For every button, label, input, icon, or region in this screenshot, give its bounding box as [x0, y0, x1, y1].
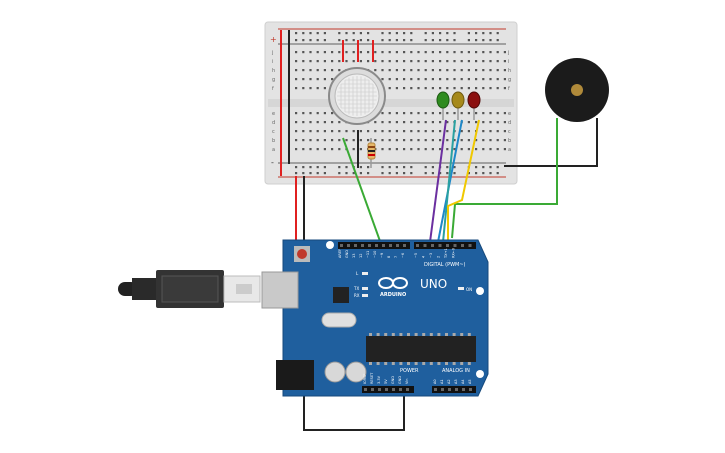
row-letter: h — [508, 68, 511, 74]
usb-chip — [333, 287, 349, 303]
row-letter: i — [508, 59, 509, 65]
mounting-hole — [476, 287, 484, 295]
l-led — [362, 272, 368, 275]
wire-purple[interactable] — [429, 119, 447, 243]
brand-label: ARDUINO — [380, 292, 406, 298]
atmega-chip — [366, 336, 476, 362]
on-label: ON — [466, 287, 472, 292]
pin-label: ~5 — [414, 253, 418, 258]
model-label: UNO — [420, 277, 447, 291]
header-pins — [340, 244, 472, 391]
pin-label: Vin — [405, 378, 409, 384]
pin-label: A3 — [454, 379, 458, 384]
pin-label: GND — [398, 376, 402, 384]
power-jack — [276, 360, 314, 390]
pin-label: RESET — [370, 372, 374, 384]
sensor-mesh — [337, 76, 377, 116]
digital-header-right — [414, 242, 476, 249]
l-label: L — [356, 271, 359, 276]
capacitor — [345, 361, 367, 383]
row-letter: b — [508, 138, 511, 144]
row-letter: h — [272, 68, 275, 74]
arduino-uno[interactable]: ARDUINO UNO DIGITAL (PWM~) POWER ANALOG … — [261, 239, 489, 397]
pin-label: A1 — [440, 379, 444, 384]
wire-green-buzzer[interactable] — [451, 118, 558, 239]
row-letter: i — [272, 59, 273, 65]
digital-label: DIGITAL (PWM~) — [424, 262, 466, 268]
analog-label: ANALOG IN — [442, 368, 470, 374]
pin-label: A2 — [447, 379, 451, 384]
row-letter: a — [272, 147, 275, 153]
mounting-hole — [476, 370, 484, 378]
pin-label: 13 — [352, 254, 356, 258]
pin-label: ~10 — [373, 251, 377, 258]
pin-label: ~11 — [366, 251, 370, 258]
piezo-buzzer[interactable] — [545, 58, 609, 122]
row-letter: e — [272, 111, 275, 117]
led-red[interactable] — [467, 91, 481, 120]
row-letter: c — [272, 129, 275, 135]
arduino-logo — [378, 277, 408, 289]
usb-jack — [261, 271, 299, 309]
row-letter: d — [508, 120, 511, 126]
pin-label: 4 — [422, 255, 426, 258]
row-letter: d — [272, 120, 275, 126]
tx-label: TX — [353, 286, 359, 291]
row-letter: c — [508, 129, 511, 135]
pin-label: 12 — [359, 254, 363, 258]
pin-label: AREF — [338, 249, 342, 258]
pin-label: A5 — [468, 379, 472, 384]
wire-teal[interactable] — [442, 119, 456, 243]
crystal — [321, 312, 357, 328]
led-green[interactable] — [436, 91, 450, 120]
pin-label: GND — [345, 250, 349, 258]
rail-minus-label: - — [271, 158, 274, 167]
usb-cable[interactable] — [118, 270, 261, 308]
leds — [436, 91, 481, 120]
row-letter: f — [508, 86, 510, 92]
row-letter: f — [272, 86, 274, 92]
pin-label: 8 — [387, 256, 391, 258]
pin-label: 5V — [384, 379, 388, 384]
analog-header — [432, 386, 476, 393]
pin-label: 2 — [437, 256, 441, 258]
capacitor — [324, 361, 346, 383]
power-label: POWER — [400, 368, 419, 374]
row-letter: g — [272, 77, 275, 83]
row-letter: g — [508, 77, 511, 83]
pin-label: IOREF — [363, 374, 367, 384]
row-letter: a — [508, 147, 511, 153]
pin-label: RX←0 — [452, 248, 456, 258]
pin-label: ~3 — [429, 253, 433, 258]
pin-label: A4 — [461, 379, 465, 384]
mounting-hole — [326, 241, 334, 249]
pin-label: 7 — [394, 256, 398, 258]
row-letter: j — [507, 50, 509, 56]
pin-label: GND — [391, 376, 395, 384]
rail-plus-label: + — [270, 35, 277, 44]
row-letter: b — [272, 138, 275, 144]
row-letter: e — [508, 111, 511, 117]
rx-label: RX — [354, 293, 360, 298]
rx-led — [362, 294, 368, 297]
resistor[interactable] — [367, 138, 376, 168]
pin-label: ~6 — [401, 253, 405, 258]
wire-black-buzzer[interactable] — [504, 118, 598, 167]
pin-label: A0 — [433, 379, 437, 384]
wire-yellow[interactable] — [447, 119, 480, 242]
led-yellow[interactable] — [451, 91, 465, 120]
pin-label: TX→1 — [444, 248, 448, 259]
row-letter: j — [271, 50, 273, 56]
on-led — [458, 287, 464, 290]
pin-label: 3.3V — [377, 375, 381, 384]
tx-led — [362, 287, 368, 290]
gas-sensor[interactable] — [328, 67, 386, 125]
pin-label: ~9 — [380, 253, 384, 258]
digital-header-left — [338, 242, 410, 249]
